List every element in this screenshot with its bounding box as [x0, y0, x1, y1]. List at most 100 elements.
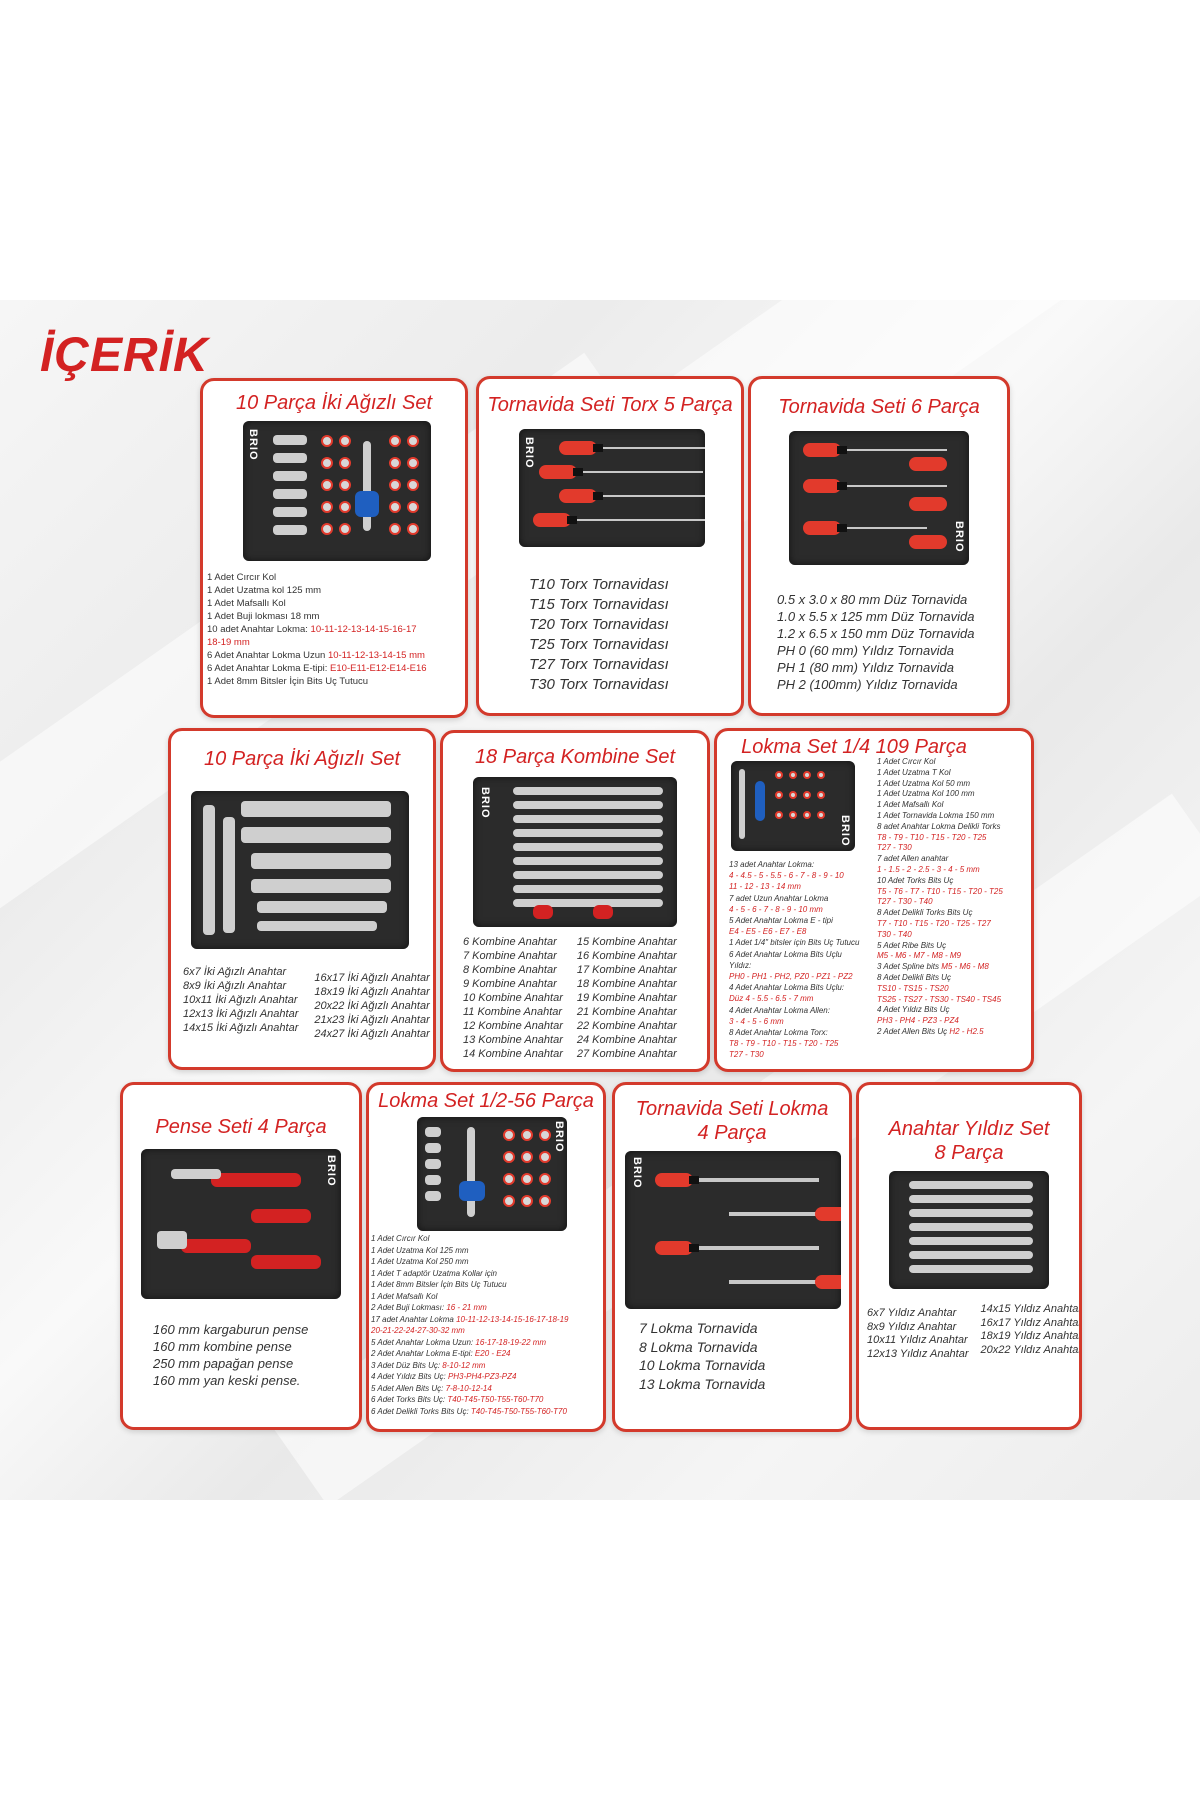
list-item: 18x19 Yıldız Anahtar	[980, 1330, 1082, 1342]
list-item: 1.2 x 6.5 x 150 mm Düz Tornavida	[777, 625, 975, 642]
list-item: 1 Adet Mafsallı Kol	[207, 597, 427, 610]
item-text: 7 adet Allen anahtar	[877, 854, 949, 864]
list-item: 160 mm yan keski pense.	[153, 1372, 308, 1389]
item-text: PH 2 (100mm) Yıldız Tornavida	[777, 677, 958, 692]
list-item: 18x19 İki Ağızlı Anahtar	[314, 986, 430, 998]
list-item: 1 Adet Uzatma kol 125 mm	[207, 584, 427, 597]
list-item: Düz 4 - 5.5 - 6.5 - 7 mm	[729, 993, 859, 1004]
card-subtitle: 4 Parça	[697, 1122, 767, 1144]
item-text: 6 Adet Anahtar Lokma Uzun	[207, 650, 326, 661]
content-list: 1 Adet Cırcır Kol 1 Adet Uzatma Kol 125 m…	[371, 1233, 568, 1417]
list-item: 14x15 Yıldız Anahtar	[980, 1303, 1082, 1315]
item-text: 3 Adet Spline bits	[877, 962, 939, 972]
item-value: T27 - T30 - T40	[877, 897, 933, 907]
list-item: T27 Torx Tornavidası	[529, 655, 669, 675]
list-item: T30 - T40	[877, 930, 1003, 941]
list-item: 7 Lokma Tornavida	[639, 1319, 765, 1338]
item-text: 2 Adet Buji Lokması:	[371, 1303, 445, 1312]
card-title: 10 Parça İki Ağızlı Set	[203, 748, 400, 770]
item-text: PH 0 (60 mm) Yıldız Tornavida	[777, 643, 955, 658]
list-item: 1 Adet Buji lokması 18 mm	[207, 610, 427, 623]
list-item: 4 Adet Yıldız Bits Uç	[877, 1005, 1003, 1016]
list-item: 160 mm kombine pense	[153, 1338, 308, 1355]
list-item: TS10 - TS15 - TS20	[877, 984, 1003, 995]
item-value: T30 - T40	[877, 929, 912, 939]
item-text: 1.2 x 6.5 x 150 mm Düz Tornavida	[777, 626, 975, 641]
item-value: T5 - T6 - T7 - T10 - T15 - T20 - T25	[877, 886, 1003, 896]
item-value: 20-21-22-24-27-30-32 mm	[371, 1326, 465, 1335]
product-image: BRIO	[519, 429, 705, 547]
item-value: 4 - 4.5 - 5 - 5.5 - 6 - 7 - 8 - 9 - 10	[729, 871, 844, 881]
item-text: 1 Adet Uzatma Kol 250 mm	[371, 1257, 469, 1266]
item-text: 4 Adet Anahtar Lokma Bits Uçlu:	[729, 983, 845, 993]
card-screwdriver-set-6: Tornavida Seti 6 Parça BRIO 0.5 x 3.0 x …	[748, 376, 1010, 716]
item-value: T7 - T10 - T15 - T20 - T25 - T27	[877, 918, 991, 928]
item-text: 13 adet Anahtar Lokma:	[729, 860, 815, 869]
list-item: 8 Adet Delikli Torks Bits Uç	[877, 908, 1003, 919]
list-item: 12 Kombine Anahtar	[463, 1020, 563, 1032]
item-text: T27 Torx Tornavidası	[529, 656, 669, 673]
list-item: 5 Adet Anahtar Lokma Uzun: 16-17-18-19-2…	[371, 1337, 568, 1349]
brand-logo: BRIO	[325, 1155, 337, 1187]
item-text: Yıldız:	[729, 960, 752, 970]
card-title: 18 Parça Kombine Set	[474, 746, 676, 768]
item-text: 1 Adet Uzatma Kol 100 mm	[877, 789, 975, 799]
item-text: 1 Adet 8mm Bitsler İçin Bits Uç Tutucu	[371, 1280, 507, 1289]
list-item: 3 Adet Düz Bits Uç: 8-10-12 mm	[371, 1360, 568, 1372]
card-pliers-set-4: Pense Seti 4 Parça BRIO 160 mm kargaburu…	[120, 1082, 362, 1430]
list-item: 1 Adet Uzatma Kol 250 mm	[371, 1256, 568, 1268]
item-text: 8 Lokma Tornavida	[639, 1338, 758, 1355]
item-text: T10 Torx Tornavidası	[529, 576, 669, 593]
brand-logo: BRIO	[631, 1157, 643, 1189]
list-item: 18 Kombine Anahtar	[576, 978, 677, 990]
list-item: 9 Kombine Anahtar	[463, 978, 557, 990]
item-text: 6 Adet Anahtar Lokma Bits Uçlu	[729, 949, 842, 959]
list-item: 10 Kombine Anahtar	[463, 992, 563, 1004]
list-item: T15 Torx Tornavidası	[529, 595, 669, 615]
list-item: 10 adet Anahtar Lokma: 10-11-12-13-14-15…	[207, 623, 427, 636]
list-item: 6 Adet Anahtar Lokma E-tipi: E10-E11-E12…	[207, 662, 427, 675]
item-text: 5 Adet Anahtar Lokma E - tipi	[729, 916, 833, 926]
item-text: 0.5 x 3.0 x 80 mm Düz Tornavida	[777, 592, 968, 607]
list-item: 1 Adet Mafsallı Kol	[371, 1291, 568, 1303]
list-item: 7 Kombine Anahtar	[463, 950, 557, 962]
item-value: 11 - 12 - 13 - 14 mm	[729, 882, 801, 892]
item-value: 16-17-18-19-22 mm	[475, 1337, 547, 1347]
item-text: 6 Adet Delikli Torks Bits Uç:	[371, 1406, 469, 1416]
item-text: 2 Adet Anahtar Lokma E-tipi:	[371, 1349, 473, 1358]
item-text: 1 Adet Mafsallı Kol	[371, 1291, 438, 1301]
list-item: 5 Adet Allen Bits Uç: 7-8-10-12-14	[371, 1383, 568, 1395]
list-item: 1 Adet Uzatma Kol 125 mm	[371, 1245, 568, 1257]
card-title: Tornavida Seti Lokma	[635, 1098, 829, 1120]
item-value: PH3 - PH4 - PZ3 - PZ4	[877, 1016, 959, 1026]
item-value: E10-E11-E12-E14-E16	[330, 663, 427, 674]
item-text: 1 Adet Cırcır Kol	[371, 1234, 430, 1243]
item-text: 8 adet Anahtar Lokma Delikli Torks	[877, 821, 1001, 831]
list-item: 16x17 İki Ağızlı Anahtar	[314, 972, 430, 984]
item-text: 1 Adet Uzatma kol 125 mm	[207, 585, 322, 596]
list-item: T27 - T30	[877, 843, 1003, 854]
list-item: 1 Adet Tornavida Lokma 150 mm	[877, 811, 1003, 822]
item-value: PH0 - PH1 - PH2, PZ0 - PZ1 - PZ2	[729, 972, 853, 982]
list-item: TS25 - TS27 - TS30 - TS40 - TS45	[877, 995, 1003, 1006]
item-value: T40-T45-T50-T55-T60-T70	[470, 1406, 567, 1416]
list-item: 7 adet Uzun Anahtar Lokma	[729, 893, 859, 904]
list-item: 24x27 İki Ağızlı Anahtar	[314, 1028, 430, 1040]
list-item: E4 - E5 - E6 - E7 - E8	[729, 926, 859, 937]
item-text: 1 Adet Mafsallı Kol	[207, 598, 286, 609]
item-value: 10-11-12-13-14-15-16-17-18-19	[456, 1314, 569, 1324]
item-value: 4 - 5 - 6 - 7 - 8 - 9 - 10 mm	[729, 904, 823, 914]
item-text: 2 Adet Allen Bits Uç	[877, 1026, 948, 1036]
list-item: T10 Torx Tornavidası	[529, 575, 669, 595]
list-item: 6 Adet Torks Bits Uç: T40-T45-T50-T55-T6…	[371, 1394, 568, 1406]
item-text: 1 Adet Buji lokması 18 mm	[207, 611, 320, 622]
item-value: T27 - T30	[729, 1050, 764, 1060]
card-title: Lokma Set 1/2-56 Parça	[378, 1090, 594, 1112]
item-value: T8 - T9 - T10 - T15 - T20 - T25	[729, 1039, 839, 1049]
list-item: 6x7 Yıldız Anahtar	[867, 1307, 957, 1319]
brand-logo: BRIO	[247, 429, 259, 461]
card-socket-set-quarter-109: Lokma Set 1/4 109 Parça BRIO 1 Adet Cırc…	[714, 728, 1034, 1072]
item-text: 5 Adet Allen Bits Uç:	[371, 1383, 444, 1393]
